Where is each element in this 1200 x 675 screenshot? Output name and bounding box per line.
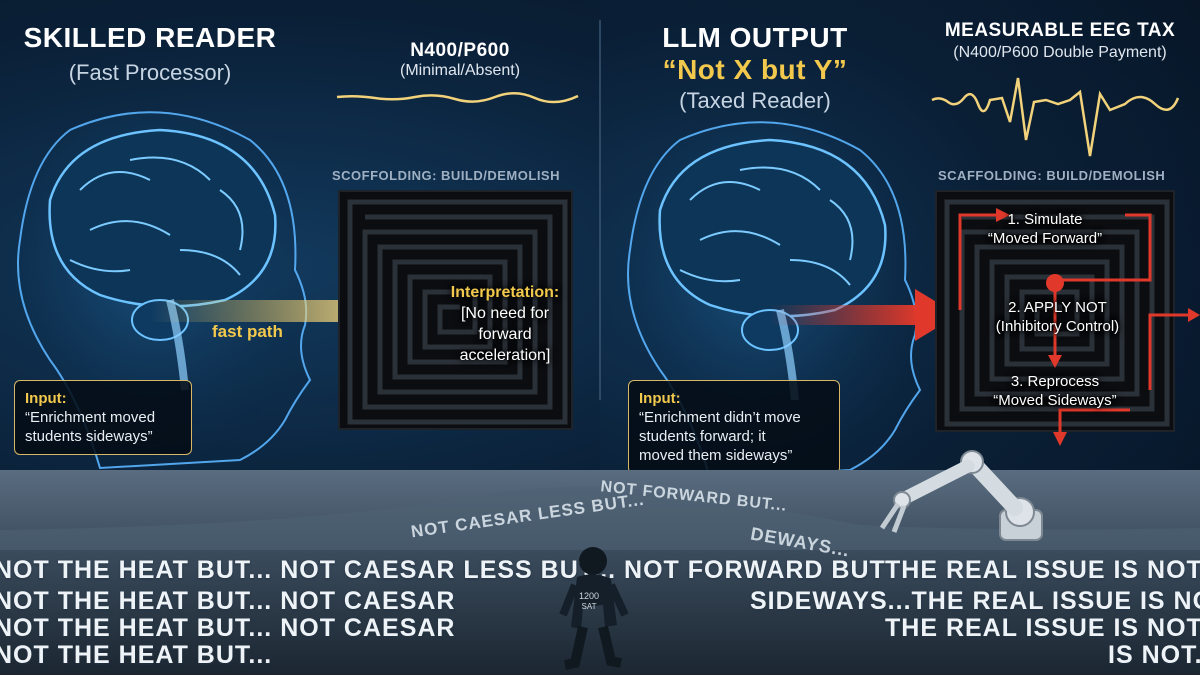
spiky-eeg-wave bbox=[931, 77, 1180, 157]
child-shirt-number: 1200 bbox=[579, 591, 599, 601]
left-wave-subtitle: (Minimal/Absent) bbox=[399, 62, 521, 79]
red-path-lines bbox=[958, 208, 1200, 446]
left-maze bbox=[338, 190, 573, 430]
floor-line-3-left: NOT THE HEAT BUT... NOT CAESAR bbox=[0, 614, 456, 642]
floor-line-2-left: NOT THE HEAT BUT... NOT CAESAR bbox=[0, 587, 456, 615]
right-wave-title: MEASURABLE EEG TAX bbox=[944, 20, 1176, 41]
left-input-box: Input: “Enrichment moved students sidewa… bbox=[14, 380, 192, 455]
interpretation-label: Interpretation: bbox=[450, 284, 560, 301]
right-input-box: Input: “Enrichment didn’t move students … bbox=[628, 380, 840, 474]
floor-line-1-left: NOT THE HEAT BUT... NOT CAESAR LESS BUT.… bbox=[0, 556, 886, 584]
interpretation-box: Interpretation: [No need for forward acc… bbox=[430, 282, 580, 366]
step-2-line-1: 2. APPLY NOT bbox=[1008, 299, 1107, 316]
right-title: LLM OUTPUT bbox=[662, 22, 848, 53]
floor-wave-shape bbox=[0, 486, 1200, 550]
right-subtitle: (Taxed Reader) bbox=[679, 88, 831, 113]
left-subtitle: (Fast Processor) bbox=[68, 60, 232, 85]
left-input-label: Input: bbox=[25, 390, 67, 407]
right-title-quote: “Not X but Y” bbox=[662, 54, 848, 85]
interpretation-line-1: [No need for bbox=[460, 305, 550, 322]
maze-walls bbox=[944, 199, 1170, 427]
left-input-line-2: students sideways” bbox=[25, 428, 153, 445]
step-1-line-2: “Moved Forward” bbox=[987, 230, 1103, 247]
fast-path-label: fast path bbox=[212, 322, 283, 341]
left-scaffold-label: SCOFFOLDING: BUILD/DEMOLISH bbox=[332, 168, 560, 183]
right-input-line-3: moved them sideways” bbox=[639, 447, 793, 464]
panel-divider bbox=[599, 20, 601, 400]
left-title: SKILLED READER bbox=[23, 22, 277, 53]
right-input-label: Input: bbox=[639, 390, 681, 407]
step-3-line-1: 3. Reprocess bbox=[1010, 373, 1100, 390]
flat-eeg-wave bbox=[336, 92, 579, 104]
right-input-line-1: “Enrichment didn’t move bbox=[639, 409, 801, 426]
floor-line-4-right: IS NOT. bbox=[1108, 641, 1200, 669]
floor-line-3-right: THE REAL ISSUE IS NOT. bbox=[885, 614, 1200, 642]
right-scaffold-label: SCAFFOLDING: BUILD/DEMOLISH bbox=[938, 168, 1166, 183]
child-silhouette-icon: 1200 SAT bbox=[559, 547, 629, 670]
step-1-line-1: 1. Simulate bbox=[1007, 211, 1083, 228]
step-1: 1. Simulate “Moved Forward” bbox=[975, 210, 1115, 248]
step-3-line-2: “Moved Sideways” bbox=[993, 392, 1117, 409]
step-3: 3. Reprocess “Moved Sideways” bbox=[975, 372, 1135, 410]
step-2-line-2: (Inhibitory Control) bbox=[995, 318, 1120, 335]
floor-line-2-right: SIDEWAYS...THE REAL ISSUE IS NOT. bbox=[750, 587, 1200, 615]
left-input-line-1: “Enrichment moved bbox=[25, 409, 156, 426]
robot-arm-icon bbox=[879, 450, 1043, 541]
left-wave-title: N400/P600 bbox=[410, 40, 510, 61]
floor-line-4-left: NOT THE HEAT BUT... bbox=[0, 641, 273, 669]
child-shirt-label: SAT bbox=[582, 602, 597, 611]
right-wave-subtitle: (N400/P600 Double Payment) bbox=[953, 44, 1167, 61]
interpretation-line-2: forward bbox=[478, 326, 532, 343]
left-head-brain-icon bbox=[17, 111, 312, 470]
right-input-line-2: students forward; it bbox=[639, 428, 766, 445]
interpretation-line-3: acceleration] bbox=[459, 347, 551, 364]
step-2: 2. APPLY NOT (Inhibitory Control) bbox=[970, 298, 1145, 336]
floor-line-1-right: THE REAL ISSUE IS NOT. bbox=[885, 556, 1200, 584]
maze-walls bbox=[347, 199, 568, 425]
